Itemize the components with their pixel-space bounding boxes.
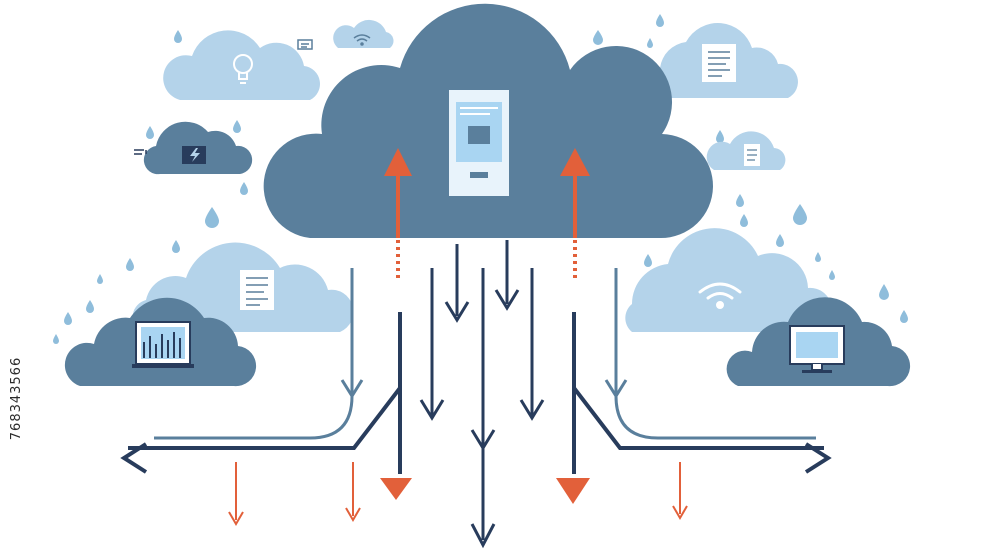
water-drops <box>53 14 908 344</box>
cloud-right-lower <box>625 228 833 332</box>
lightning-icon <box>182 146 206 164</box>
image-id-label: 768343566 <box>6 318 28 478</box>
upload-arrow-right <box>560 148 590 278</box>
branch-arrow-right <box>572 312 832 474</box>
document-list-icon <box>240 270 274 310</box>
image-id-text: 768343566 <box>9 356 25 440</box>
orange-arrow-heads <box>380 478 590 504</box>
cloud-right-mid <box>706 131 786 170</box>
download-arrows <box>419 240 545 549</box>
lightbulb-icon <box>233 54 253 84</box>
cloud-right-bottom <box>726 297 911 387</box>
message-icon <box>297 39 313 50</box>
document-icon <box>744 144 760 166</box>
mobile-device-icon <box>449 90 509 196</box>
orange-drop-arrows <box>228 462 688 526</box>
cloud-top-small <box>333 19 394 48</box>
document-icon <box>702 44 736 82</box>
cloud-left-top <box>163 30 320 101</box>
wifi-icon <box>353 34 371 46</box>
cloud-left-bottom <box>64 297 257 387</box>
computer-monitor-icon <box>789 325 845 373</box>
bar-chart-monitor-icon <box>132 321 194 368</box>
cloud-left-mid <box>143 121 253 175</box>
small-text-icon <box>134 149 147 155</box>
side-arrows-slate <box>154 268 816 440</box>
upload-arrow-left <box>384 148 412 278</box>
branch-arrow-left <box>120 312 402 474</box>
cloud-right-top <box>641 23 798 98</box>
central-cloud <box>263 3 713 239</box>
wifi-icon <box>698 282 742 309</box>
